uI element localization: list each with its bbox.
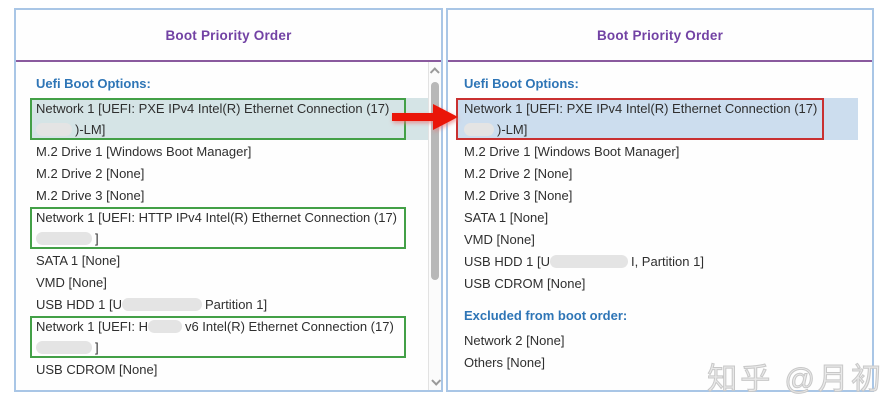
censor-blur [147, 320, 182, 333]
boot-option-row[interactable]: VMD [None] [30, 272, 441, 293]
censor-blur [36, 123, 72, 136]
panel-body: Uefi Boot Options: Network 1 [UEFI: PXE … [16, 62, 441, 380]
boot-option-row[interactable]: Network 1 [UEFI: PXE IPv4 Intel(R) Ether… [456, 98, 858, 140]
boot-option-row[interactable]: USB CDROM [None] [456, 273, 872, 294]
censor-blur [36, 341, 92, 354]
excluded-option-list: Network 2 [None] Others [None] [464, 330, 872, 373]
section-label-uefi: Uefi Boot Options: [36, 76, 151, 91]
boot-option-row[interactable]: M.2 Drive 1 [Windows Boot Manager] [30, 141, 441, 162]
boot-option-text: USB HDD 1 [U [36, 297, 122, 312]
censor-blur [121, 298, 202, 311]
chevron-down-icon [430, 375, 441, 386]
boot-option-text: v6 Intel(R) Ethernet Connection (17) [184, 319, 394, 334]
boot-option-row[interactable]: M.2 Drive 1 [Windows Boot Manager] [456, 141, 872, 162]
boot-option-row[interactable]: M.2 Drive 2 [None] [456, 163, 872, 184]
boot-option-text: M.2 Drive 3 [None] [36, 188, 145, 203]
watermark: 知乎 @月初 [707, 363, 884, 397]
arrow-right-icon [392, 104, 458, 130]
boot-option-row[interactable]: M.2 Drive 3 [None] [30, 185, 441, 206]
red-arrow-annotation [392, 102, 460, 132]
boot-option-text: USB CDROM [None] [464, 276, 586, 291]
boot-option-text: ] [95, 340, 99, 355]
boot-option-row[interactable]: VMD [None] [456, 229, 872, 250]
scroll-down-button[interactable] [429, 374, 441, 388]
boot-option-row[interactable]: Network 1 [UEFI: HTTP IPv4 Intel(R) Ethe… [30, 207, 441, 249]
boot-option-text: M.2 Drive 3 [None] [464, 188, 573, 203]
boot-option-text: Network 1 [UEFI: PXE IPv4 Intel(R) Ether… [464, 101, 818, 116]
panel-header: Boot Priority Order [16, 10, 441, 62]
boot-option-row[interactable]: USB HDD 1 [U Partition 1] [30, 294, 441, 315]
boot-option-text: M.2 Drive 2 [None] [464, 166, 573, 181]
censor-blur [549, 255, 628, 268]
panel-header: Boot Priority Order [448, 10, 872, 62]
boot-option-row[interactable]: USB CDROM [None] [30, 359, 441, 380]
boot-option-text: M.2 Drive 2 [None] [36, 166, 145, 181]
boot-option-list: Network 1 [UEFI: PXE IPv4 Intel(R) Ether… [456, 98, 872, 294]
panel-title: Boot Priority Order [596, 27, 724, 43]
scrollbar[interactable] [428, 62, 441, 390]
boot-option-text: USB CDROM [None] [36, 362, 158, 377]
boot-panel-before: Boot Priority Order Uefi Boot Options: N… [14, 8, 443, 392]
boot-option-text: )-LM] [497, 122, 528, 137]
boot-option-row[interactable]: Network 1 [UEFI: H v6 Intel(R) Ethernet C… [30, 316, 441, 358]
boot-option-row[interactable]: Network 1 [UEFI: PXE IPv4 Intel(R) Ether… [30, 98, 432, 140]
boot-option-row[interactable]: USB HDD 1 [U I, Partition 1] [456, 251, 872, 272]
boot-option-row[interactable]: M.2 Drive 3 [None] [456, 185, 872, 206]
boot-option-text: I, Partition 1] [630, 254, 704, 269]
boot-option-text: Network 1 [UEFI: H [36, 319, 148, 334]
boot-option-text: SATA 1 [None] [36, 253, 121, 268]
boot-option-text: )-LM] [75, 122, 106, 137]
panel-title: Boot Priority Order [165, 27, 292, 43]
boot-option-text: Others [None] [464, 355, 545, 370]
scroll-up-button[interactable] [429, 64, 441, 78]
boot-option-row[interactable]: M.2 Drive 2 [None] [30, 163, 441, 184]
boot-option-text: Network 2 [None] [464, 333, 565, 348]
boot-option-text: VMD [None] [36, 275, 107, 290]
boot-option-text: Network 1 [UEFI: PXE IPv4 Intel(R) Ether… [36, 101, 390, 116]
boot-option-text: SATA 1 [None] [464, 210, 549, 225]
boot-option-text: M.2 Drive 1 [Windows Boot Manager] [36, 144, 252, 159]
scrollbar-thumb[interactable] [431, 82, 439, 280]
boot-option-text: VMD [None] [464, 232, 535, 247]
boot-option-text: Partition 1] [204, 297, 268, 312]
boot-option-row[interactable]: SATA 1 [None] [456, 207, 872, 228]
boot-panel-after: Boot Priority Order Uefi Boot Options: N… [446, 8, 874, 392]
section-label-uefi: Uefi Boot Options: [464, 76, 579, 91]
boot-option-text: Network 1 [UEFI: HTTP IPv4 Intel(R) Ethe… [36, 210, 398, 225]
boot-option-row[interactable]: SATA 1 [None] [30, 250, 441, 271]
chevron-up-icon [429, 66, 440, 77]
section-label-excluded: Excluded from boot order: [464, 308, 628, 323]
boot-option-text: USB HDD 1 [U [464, 254, 550, 269]
boot-option-text: ] [95, 231, 99, 246]
boot-option-text: M.2 Drive 1 [Windows Boot Manager] [464, 144, 680, 159]
boot-option-row[interactable]: Network 2 [None] [456, 330, 872, 351]
panel-body: Uefi Boot Options: Network 1 [UEFI: PXE … [448, 62, 872, 373]
censor-blur [464, 123, 494, 136]
boot-option-row[interactable]: Others [None] [456, 352, 872, 373]
censor-blur [36, 232, 92, 245]
boot-option-list: Network 1 [UEFI: PXE IPv4 Intel(R) Ether… [30, 98, 441, 380]
